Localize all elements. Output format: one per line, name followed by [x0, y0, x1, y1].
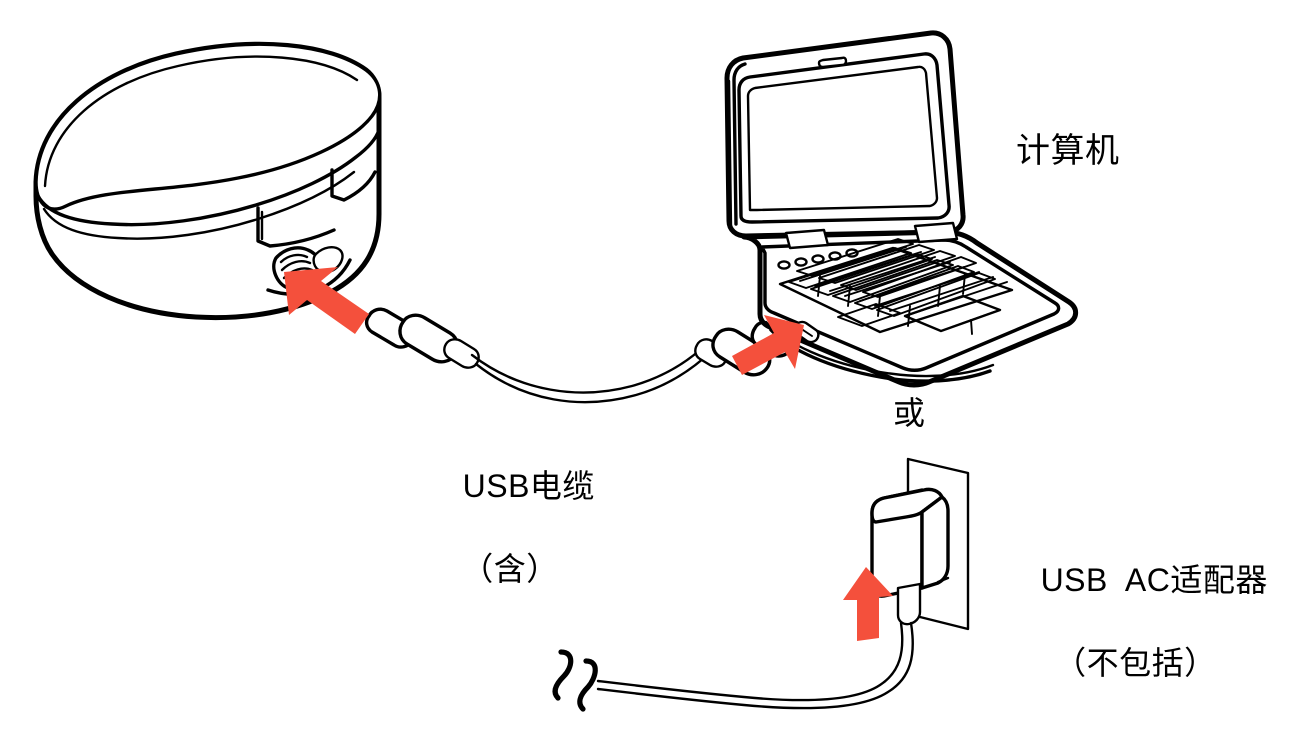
- label-ac-adapter-note: （不包括）: [1054, 644, 1217, 681]
- label-usb-cable: USB电缆 （含）: [425, 424, 595, 674]
- usb-c-connector-left: [364, 307, 480, 369]
- label-usb-cable-note: （含）: [461, 550, 559, 587]
- arrow-to-adapter: [843, 567, 893, 641]
- usb-cable: [470, 348, 706, 404]
- label-ac-adapter-title: USB AC适配器: [1040, 561, 1268, 598]
- label-computer: 计算机: [1016, 132, 1120, 170]
- label-usb-cable-title: USB电缆: [462, 467, 595, 504]
- usb-ac-adapter: [870, 457, 970, 631]
- arrow-to-laptop-port: [732, 315, 804, 375]
- arrow-to-device-port: [284, 267, 369, 334]
- adapter-power-cable: [596, 621, 914, 710]
- label-or: 或: [893, 395, 926, 431]
- label-ac-adapter: USB AC适配器 （不包括）: [1003, 518, 1268, 739]
- laptop-computer: [724, 30, 1079, 388]
- cable-break-symbol: [552, 649, 598, 712]
